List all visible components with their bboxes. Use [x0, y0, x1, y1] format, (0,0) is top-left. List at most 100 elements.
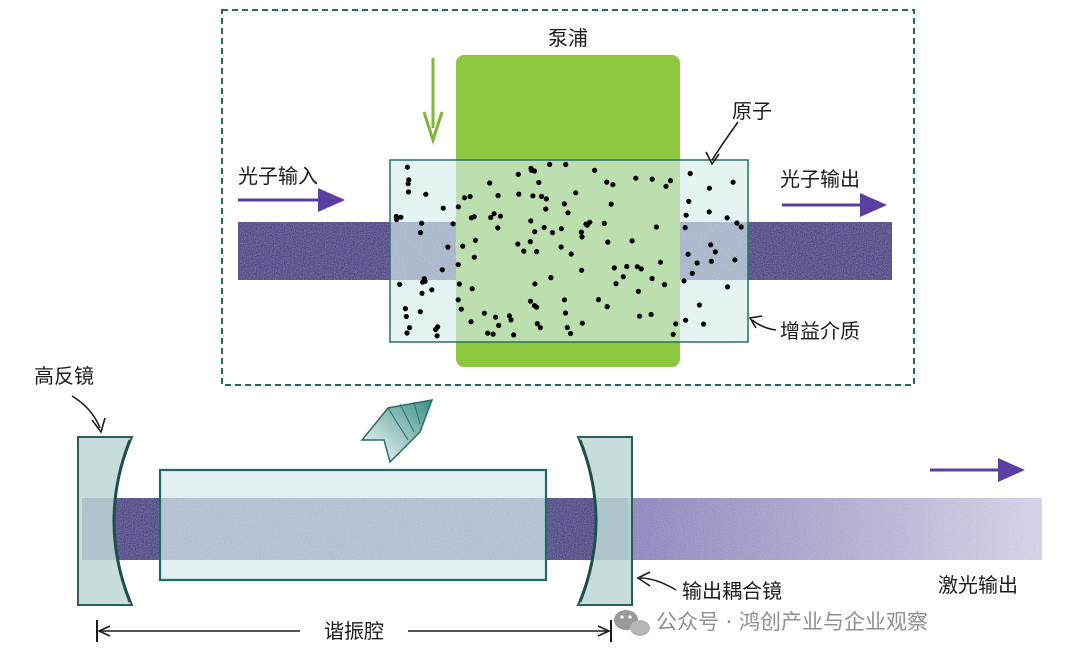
atom-dot [493, 314, 499, 320]
atom-dot [439, 267, 445, 273]
atom-dot [706, 209, 712, 215]
atom-dot [481, 310, 487, 316]
atoms-pointer-arrow [711, 121, 739, 161]
atom-dot [406, 177, 412, 183]
atom-dot [663, 183, 669, 189]
atom-dot [620, 274, 626, 280]
atom-dot [433, 326, 439, 333]
watermark: 公众号 · 鸿创产业与企业观察 [614, 610, 928, 636]
laser-output-label: 激光输出 [938, 573, 1018, 597]
atom-dot [450, 221, 456, 227]
atom-dot [635, 288, 642, 294]
atom-dot [605, 239, 611, 245]
gain-medium [389, 159, 749, 343]
atom-dot [506, 313, 512, 319]
watermark-text: 公众号 · 鸿创产业与企业观察 [656, 610, 928, 634]
atom-dot [485, 330, 491, 336]
atom-dot [434, 333, 440, 339]
atom-dot [561, 297, 568, 303]
photon-out-label: 光子输出 [780, 167, 860, 191]
atom-dot [515, 241, 521, 247]
atom-dot [440, 205, 446, 211]
cavity-dimension-line [96, 620, 612, 642]
atoms [393, 161, 744, 339]
atom-dot [515, 171, 521, 177]
atom-dot [701, 321, 707, 327]
atom-dot [528, 218, 534, 224]
atom-dot [532, 229, 538, 235]
atom-dot [534, 321, 540, 327]
atom-dot [562, 310, 569, 316]
laser-rod [158, 468, 548, 582]
atom-dot [611, 265, 617, 271]
photon-in-label: 光子输入 [238, 164, 318, 188]
atom-dot [417, 309, 423, 315]
inset-frame [221, 9, 915, 386]
atom-dot [455, 297, 461, 303]
atom-dot [687, 170, 693, 177]
atom-dot [636, 313, 643, 319]
atom-dot [471, 254, 477, 260]
atom-dot [667, 178, 674, 184]
atom-dot [404, 330, 410, 336]
atom-dot [528, 167, 535, 173]
atom-dot [564, 324, 570, 331]
atom-dot [402, 306, 408, 312]
atom-dot [472, 237, 478, 243]
atom-dot [686, 198, 692, 204]
atom-dot [568, 330, 574, 337]
atom-dot [530, 193, 536, 199]
atom-dot [604, 179, 610, 185]
atom-dot [511, 332, 517, 338]
output-coupler-pointer-arrow [639, 577, 677, 591]
atom-dot [467, 193, 473, 200]
atom-dot [708, 258, 715, 264]
atom-dot [706, 185, 713, 191]
atom-dot [610, 182, 616, 188]
atom-dot [613, 281, 619, 287]
atom-dot [565, 210, 571, 216]
atom-dot [595, 297, 602, 303]
atom-dot [403, 313, 409, 320]
atom-dot [657, 259, 664, 265]
atom-dot [532, 281, 538, 287]
atom-dot [495, 225, 501, 231]
atom-dot [730, 179, 736, 185]
atom-dot [592, 167, 598, 173]
atom-dot [712, 249, 718, 255]
atom-dot [469, 286, 475, 292]
atom-dot [649, 176, 655, 182]
high-reflector-label: 高反镜 [34, 364, 94, 388]
atom-dot [725, 284, 731, 290]
atom-dot [497, 213, 503, 219]
atom-dot [578, 229, 585, 235]
atom-dot [496, 322, 502, 328]
atom-dot [429, 287, 435, 293]
atom-dot [558, 226, 565, 232]
atom-dot [638, 266, 644, 272]
atom-dot [649, 275, 655, 282]
atom-dot [508, 317, 514, 323]
atom-dot [653, 224, 660, 230]
atom-dot [558, 244, 564, 250]
atom-dot [683, 317, 689, 323]
atom-dot [539, 193, 545, 199]
atom-dot [417, 230, 424, 236]
atom-dot [495, 193, 501, 199]
atom-dot [543, 206, 549, 212]
atom-dot [579, 320, 585, 326]
atom-dot [579, 234, 585, 240]
atom-dot [634, 264, 640, 270]
atom-dot [455, 204, 461, 210]
atom-dot [393, 213, 399, 220]
atom-dot [527, 298, 534, 304]
atom-dot [670, 331, 676, 337]
atom-dot [541, 224, 547, 231]
atoms-label: 原子 [732, 99, 772, 123]
atom-dot [604, 304, 610, 310]
atom-dot [419, 290, 425, 296]
atom-dot [547, 161, 553, 167]
atom-dot [661, 282, 668, 288]
atom-dot [694, 260, 700, 266]
